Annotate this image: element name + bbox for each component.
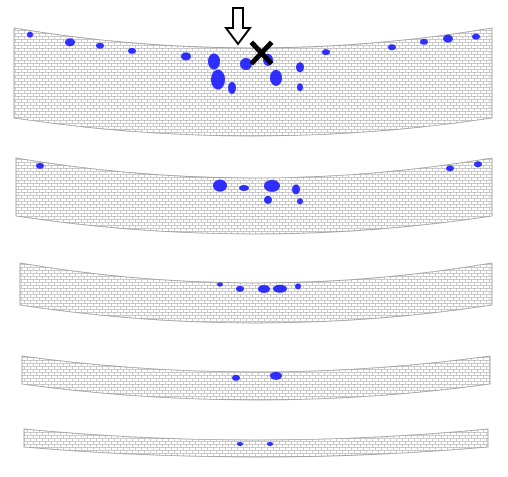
damage-spot xyxy=(65,38,75,47)
damage-spot xyxy=(474,161,482,168)
beam-mesh-panel xyxy=(21,355,491,401)
damage-spot xyxy=(472,33,480,40)
damage-spot xyxy=(443,34,453,43)
damage-spot xyxy=(181,52,191,61)
damage-spot xyxy=(297,198,303,205)
damage-spot xyxy=(258,284,270,293)
load-marker xyxy=(224,7,274,66)
damage-spot xyxy=(27,31,33,38)
mesh-body xyxy=(19,262,493,324)
beam-mesh-panel xyxy=(19,262,493,324)
damage-spot xyxy=(239,184,249,191)
damage-spot xyxy=(208,53,220,70)
damage-spot xyxy=(232,374,240,381)
down-arrow-icon xyxy=(224,7,252,46)
beam-mesh-panel xyxy=(13,27,493,137)
damage-spot xyxy=(236,285,244,292)
beam-mesh-panel xyxy=(23,428,489,458)
damage-spot xyxy=(240,57,252,70)
damage-spot xyxy=(264,179,280,192)
damage-spot xyxy=(270,69,282,86)
mesh-body xyxy=(21,355,491,401)
damage-spot xyxy=(213,179,227,192)
cross-icon xyxy=(249,40,274,66)
damage-spot xyxy=(270,371,282,380)
damage-spot xyxy=(96,42,104,49)
damage-spot xyxy=(292,184,300,195)
beam-mesh-panel xyxy=(15,157,493,235)
mesh-body xyxy=(15,157,493,235)
damage-spot xyxy=(228,81,236,94)
damage-spot xyxy=(273,284,287,293)
damage-spot xyxy=(237,441,243,446)
damage-spot xyxy=(295,283,301,290)
damage-spot xyxy=(264,195,272,204)
damage-spot xyxy=(322,49,330,56)
damage-spot xyxy=(297,83,303,92)
damage-spot xyxy=(36,162,44,169)
damage-spot xyxy=(446,165,454,172)
damage-spot xyxy=(211,69,225,90)
damage-spot xyxy=(267,441,273,446)
damage-spot xyxy=(128,47,136,54)
damage-spot xyxy=(217,282,223,287)
mesh-body xyxy=(13,27,493,137)
damage-spot xyxy=(296,62,304,73)
damage-spot xyxy=(388,44,396,51)
mesh-body xyxy=(23,428,489,458)
damage-spot xyxy=(420,38,428,45)
